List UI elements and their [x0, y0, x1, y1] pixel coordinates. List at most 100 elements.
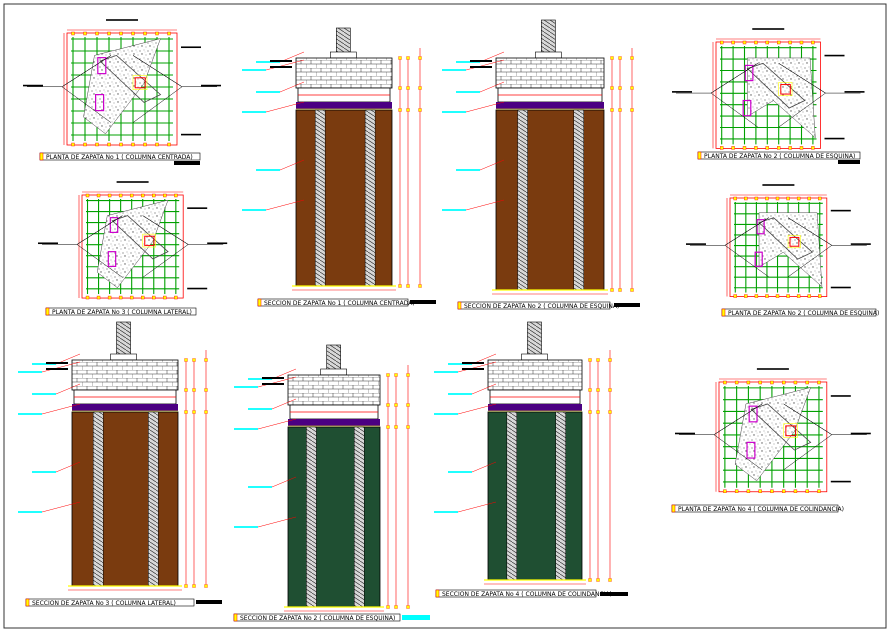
leader-line — [142, 215, 224, 278]
leader-line — [778, 63, 861, 128]
concrete-wedge — [96, 199, 169, 289]
leader-line — [55, 383, 81, 395]
dimension-node — [817, 489, 821, 493]
dimension-node — [719, 146, 724, 150]
dimension-node — [406, 56, 410, 60]
dimension-node — [818, 196, 822, 201]
brick-cap — [71, 359, 179, 391]
dimension-node — [758, 380, 762, 385]
dimension-node — [167, 142, 171, 147]
dimension-node — [204, 584, 208, 588]
column-marker — [787, 235, 801, 249]
dimension-node — [129, 295, 134, 300]
leader-label — [187, 207, 208, 209]
pile-rebar-cage — [506, 411, 518, 581]
dimension-node — [596, 358, 600, 362]
plan-top-label — [756, 368, 789, 370]
dimension-node — [107, 142, 111, 147]
column-collar — [521, 353, 548, 361]
leader-line — [271, 398, 297, 410]
leader-line — [465, 101, 505, 113]
footing-plan-1 — [23, 19, 221, 147]
dimension-node — [765, 40, 769, 45]
dimension-node — [723, 489, 727, 493]
leader-line — [465, 59, 505, 71]
dimension-node — [786, 196, 790, 201]
footing-section-3 — [18, 321, 208, 591]
dimension-node — [118, 295, 123, 300]
annotation-mark — [262, 377, 284, 379]
dimension-node — [394, 403, 398, 407]
leader-line — [55, 461, 81, 473]
leader-line — [676, 63, 758, 128]
leader-label — [844, 91, 865, 93]
dimension-node — [204, 410, 208, 414]
column-marker — [142, 233, 156, 248]
dimension-node — [610, 108, 614, 112]
leader-line — [679, 403, 763, 471]
dimension-node — [71, 31, 75, 36]
dimension-node — [107, 193, 112, 198]
section-title-text: SECCION DE ZAPATA No 3 ( COLUMNA LATERAL… — [32, 600, 176, 607]
dimension-node — [817, 380, 821, 385]
pile-rebar-cage — [364, 109, 376, 287]
dimension-node — [744, 294, 748, 298]
dimension-node — [588, 388, 592, 392]
dimension-node — [596, 388, 600, 392]
dimension-node — [746, 489, 751, 493]
annotation-mark — [270, 60, 292, 62]
leader-label — [824, 54, 845, 57]
leader-line — [279, 159, 305, 171]
plan-title-4: PLANTA DE ZAPATA No 2 ( COLUMNA DE ESQUI… — [721, 308, 879, 317]
pile-body — [495, 109, 605, 291]
dimension-node — [129, 193, 134, 198]
dimension-node — [119, 31, 123, 36]
leader-label — [850, 432, 871, 435]
concrete-wedge — [734, 387, 812, 482]
dimension-node — [818, 294, 822, 298]
leader-label — [181, 46, 201, 49]
pile-rebar-cage — [517, 109, 528, 291]
plan-title-3: PLANTA DE ZAPATA No 3 ( COLUMNA LATERAL) — [45, 307, 197, 316]
pile-cap-strip — [496, 102, 604, 109]
pile-rebar-cage — [148, 411, 159, 587]
dimension-node — [796, 196, 801, 201]
stirrup — [754, 251, 763, 267]
dimension-node — [141, 295, 145, 300]
dimension-node — [167, 31, 171, 36]
plan-title-2: PLANTA DE ZAPATA No 2 ( COLUMNA DE ESQUI… — [697, 151, 861, 164]
dimension-node — [95, 142, 99, 147]
column-band — [746, 62, 806, 109]
dimension-node — [96, 193, 101, 198]
dimension-node — [192, 388, 196, 392]
plan-title-5: PLANTA DE ZAPATA No 4 ( COLUMNA DE COLIN… — [671, 504, 844, 513]
column-band — [750, 403, 812, 451]
leader-line — [457, 361, 497, 373]
plan-title-text: PLANTA DE ZAPATA No 2 ( COLUMNA DE ESQUI… — [704, 153, 855, 160]
stirrup — [748, 405, 758, 423]
annotation-mark — [270, 66, 292, 68]
dimension-node — [398, 284, 402, 288]
dimension-node — [775, 294, 780, 298]
dimension-node — [398, 108, 402, 112]
dimension-node — [777, 40, 781, 45]
dimension-node — [71, 142, 75, 147]
dimension-node — [793, 489, 798, 493]
dimension-node — [184, 388, 188, 392]
column-marker — [134, 77, 146, 89]
dimension-node — [204, 358, 208, 362]
leader-line — [265, 101, 305, 113]
dimension-node — [608, 388, 612, 392]
leader-label — [201, 84, 221, 87]
dimension-node — [418, 108, 422, 112]
dimension-node — [719, 40, 724, 45]
dimension-node — [608, 578, 612, 582]
dimension-node — [386, 425, 390, 429]
section-title-text: SECCION DE ZAPATA No 2 ( COLUMNA DE ESQU… — [464, 303, 619, 310]
stirrup — [95, 93, 105, 112]
dimension-node — [744, 196, 748, 201]
footing-section-1 — [242, 27, 422, 291]
leader-line — [27, 55, 112, 123]
